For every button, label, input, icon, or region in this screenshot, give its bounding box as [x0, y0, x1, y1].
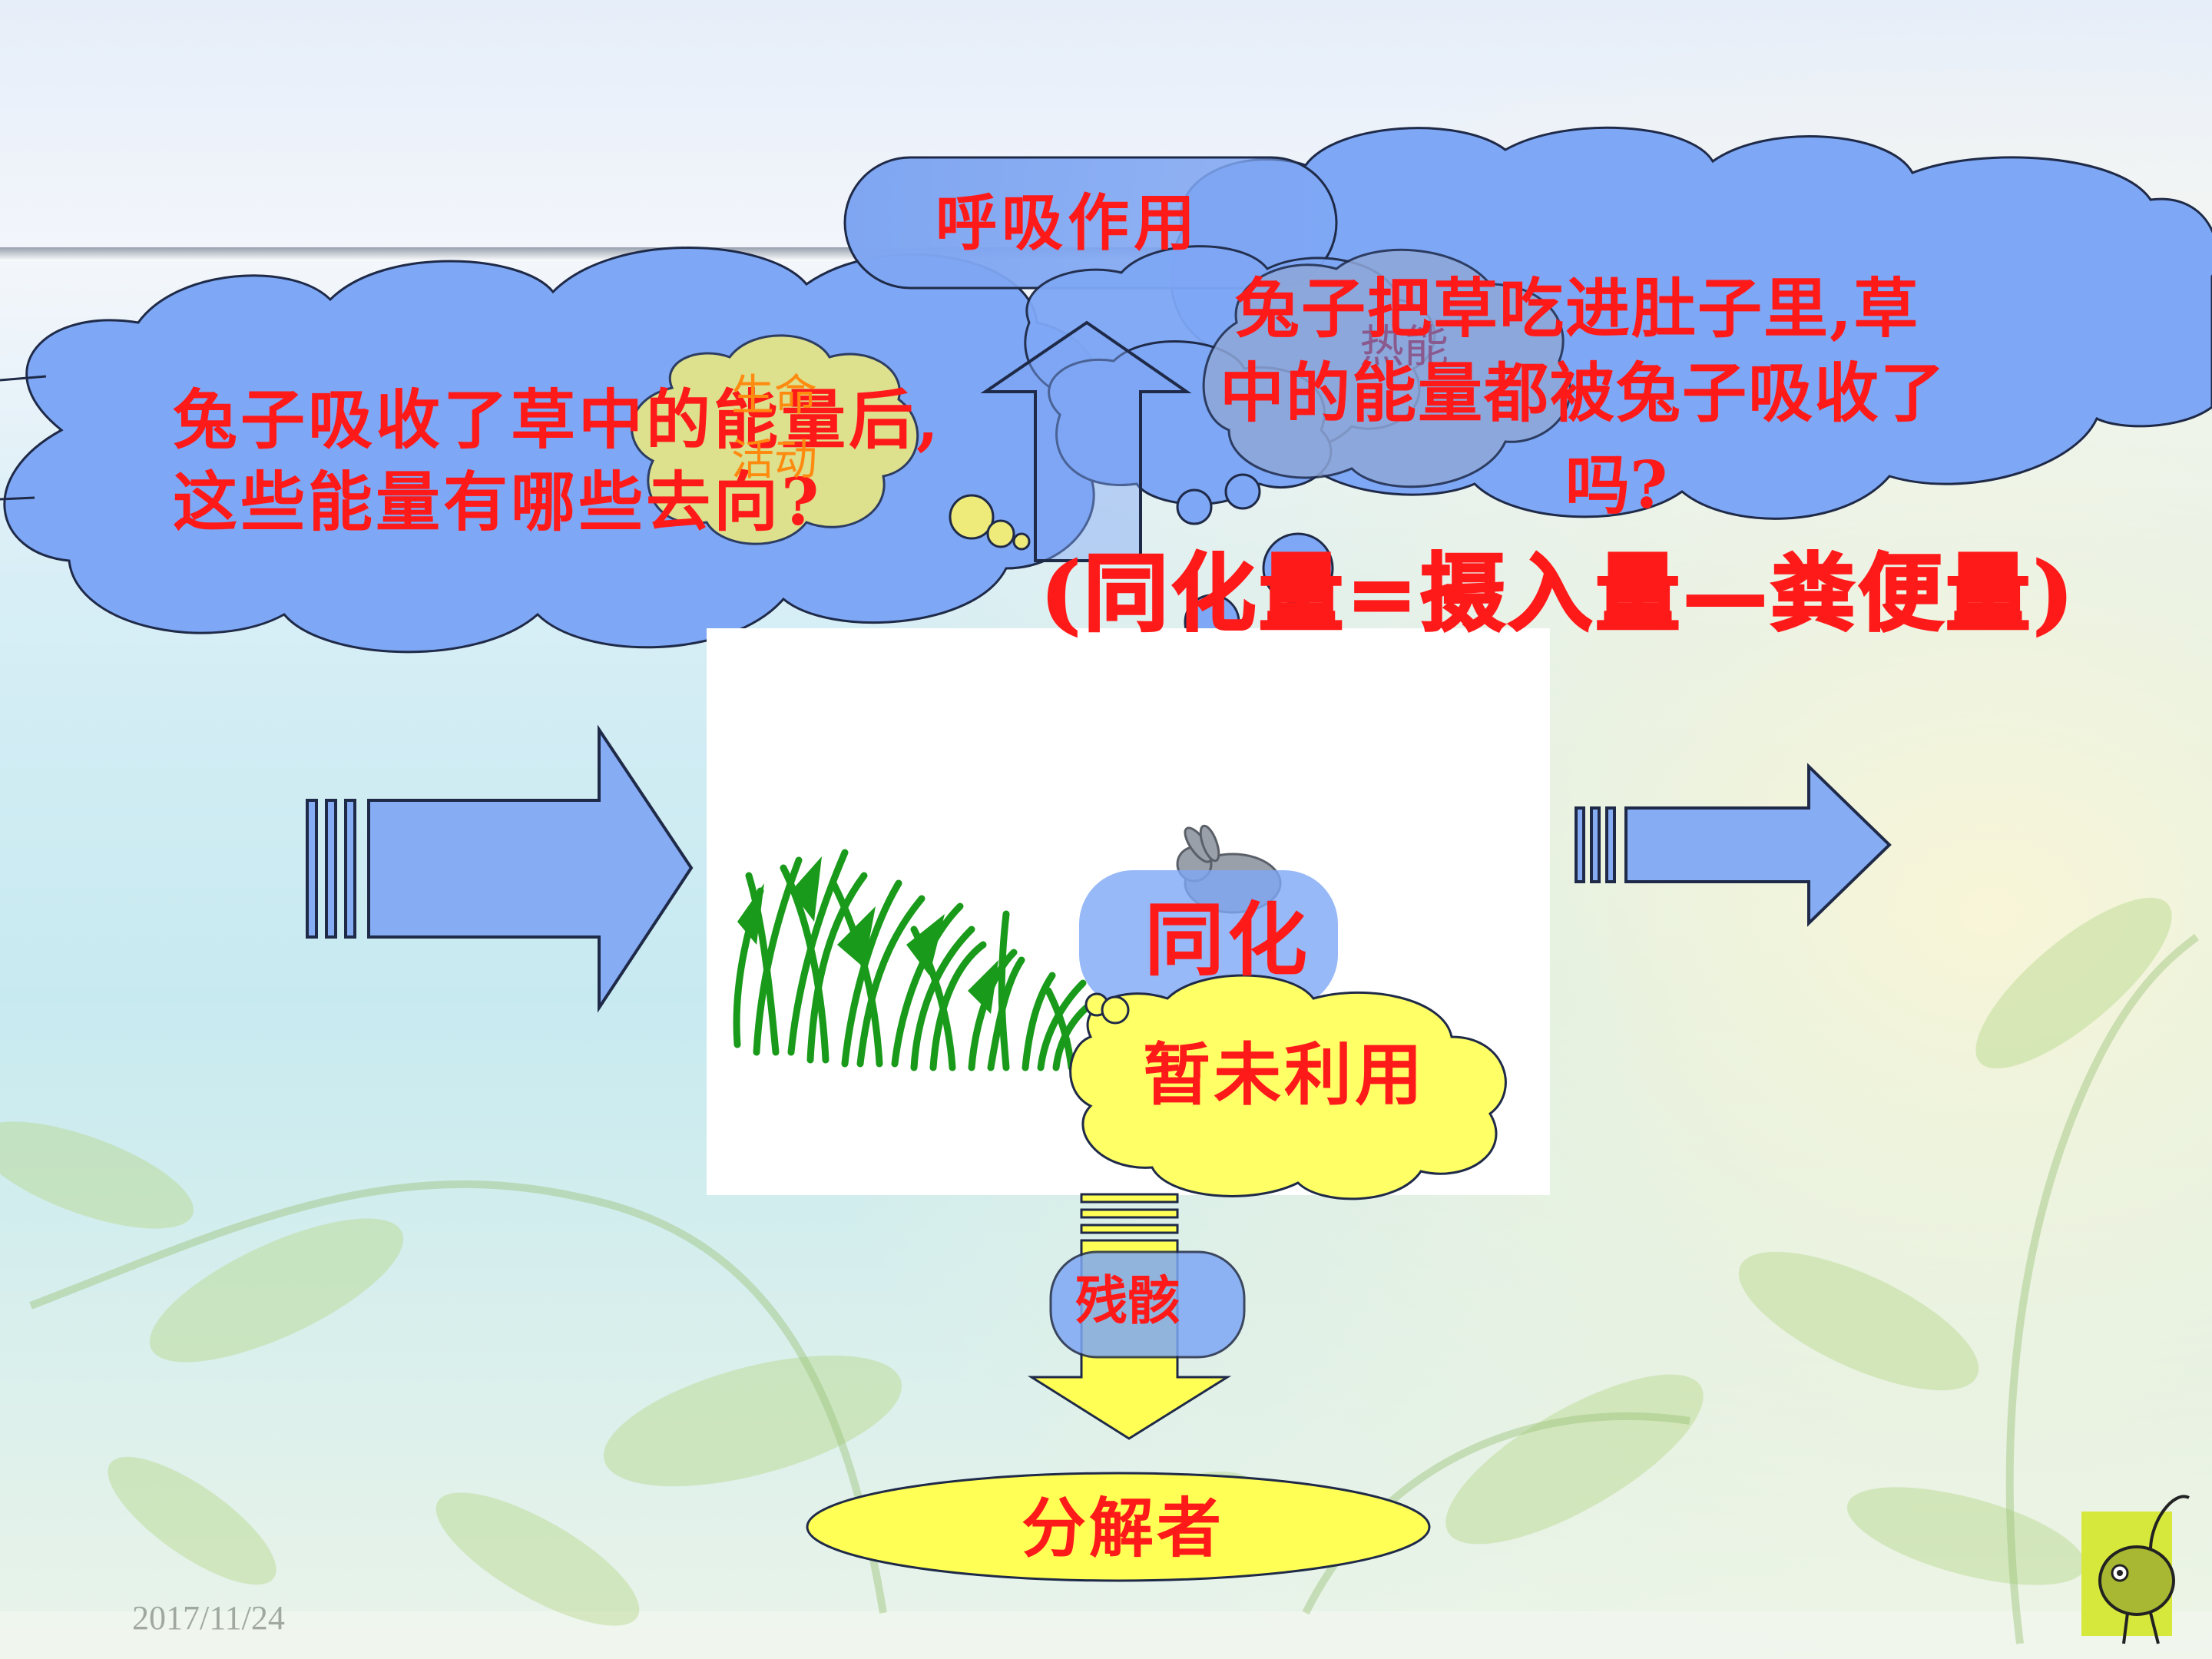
- right-question-line1: 兔子把草吃进肚子里,草: [1235, 270, 1920, 346]
- formula: (同化量=摄入量—粪便量): [1039, 544, 2077, 643]
- heat-label: 热能: [1359, 320, 1449, 373]
- output-arrow: [1575, 763, 1892, 927]
- footer-band: [0, 1611, 2212, 1659]
- decomposer-ellipse: [806, 1472, 1431, 1582]
- life-activity-label-line1: 生命: [731, 371, 817, 421]
- heat-label-cloud: [1202, 248, 1571, 488]
- remains-label: 残骸: [1075, 1270, 1181, 1332]
- life-activity-label-line2: 活动: [731, 435, 817, 485]
- background-leaves: [0, 897, 2172, 1626]
- grass-leaves: [737, 856, 998, 1014]
- unused-cloud-bubbles: [1084, 992, 1130, 1025]
- life-activity-cloud: [631, 334, 919, 545]
- left-question-line1: 兔子吸收了草中的能量后,: [173, 382, 942, 458]
- remains-pill: [1049, 1250, 1246, 1359]
- assimilation-pill: [1079, 870, 1338, 1008]
- grass: [733, 849, 1114, 1071]
- unused-label: 暂未利用: [1143, 1035, 1426, 1114]
- right-question-line2: 中的能量都被兔子吸收了: [1220, 355, 1947, 431]
- corner-mascot: [2081, 1495, 2190, 1644]
- left-question-cloud-edge: [0, 375, 47, 501]
- up-arrow: [980, 320, 1192, 562]
- input-arrow: [306, 724, 694, 1013]
- respiration-label: 呼吸作用: [935, 187, 1200, 259]
- right-question-line3: 吗?: [1565, 447, 1668, 523]
- decomposer-label: 分解者: [1022, 1490, 1225, 1566]
- slide-date: 2017/11/24: [132, 1599, 285, 1637]
- life-activity-bubbles: [949, 494, 1031, 551]
- left-question-line2: 这些能量有哪些去向?: [173, 464, 823, 540]
- assimilation-label: 同化: [1144, 892, 1311, 987]
- unused-cloud: [1069, 974, 1507, 1200]
